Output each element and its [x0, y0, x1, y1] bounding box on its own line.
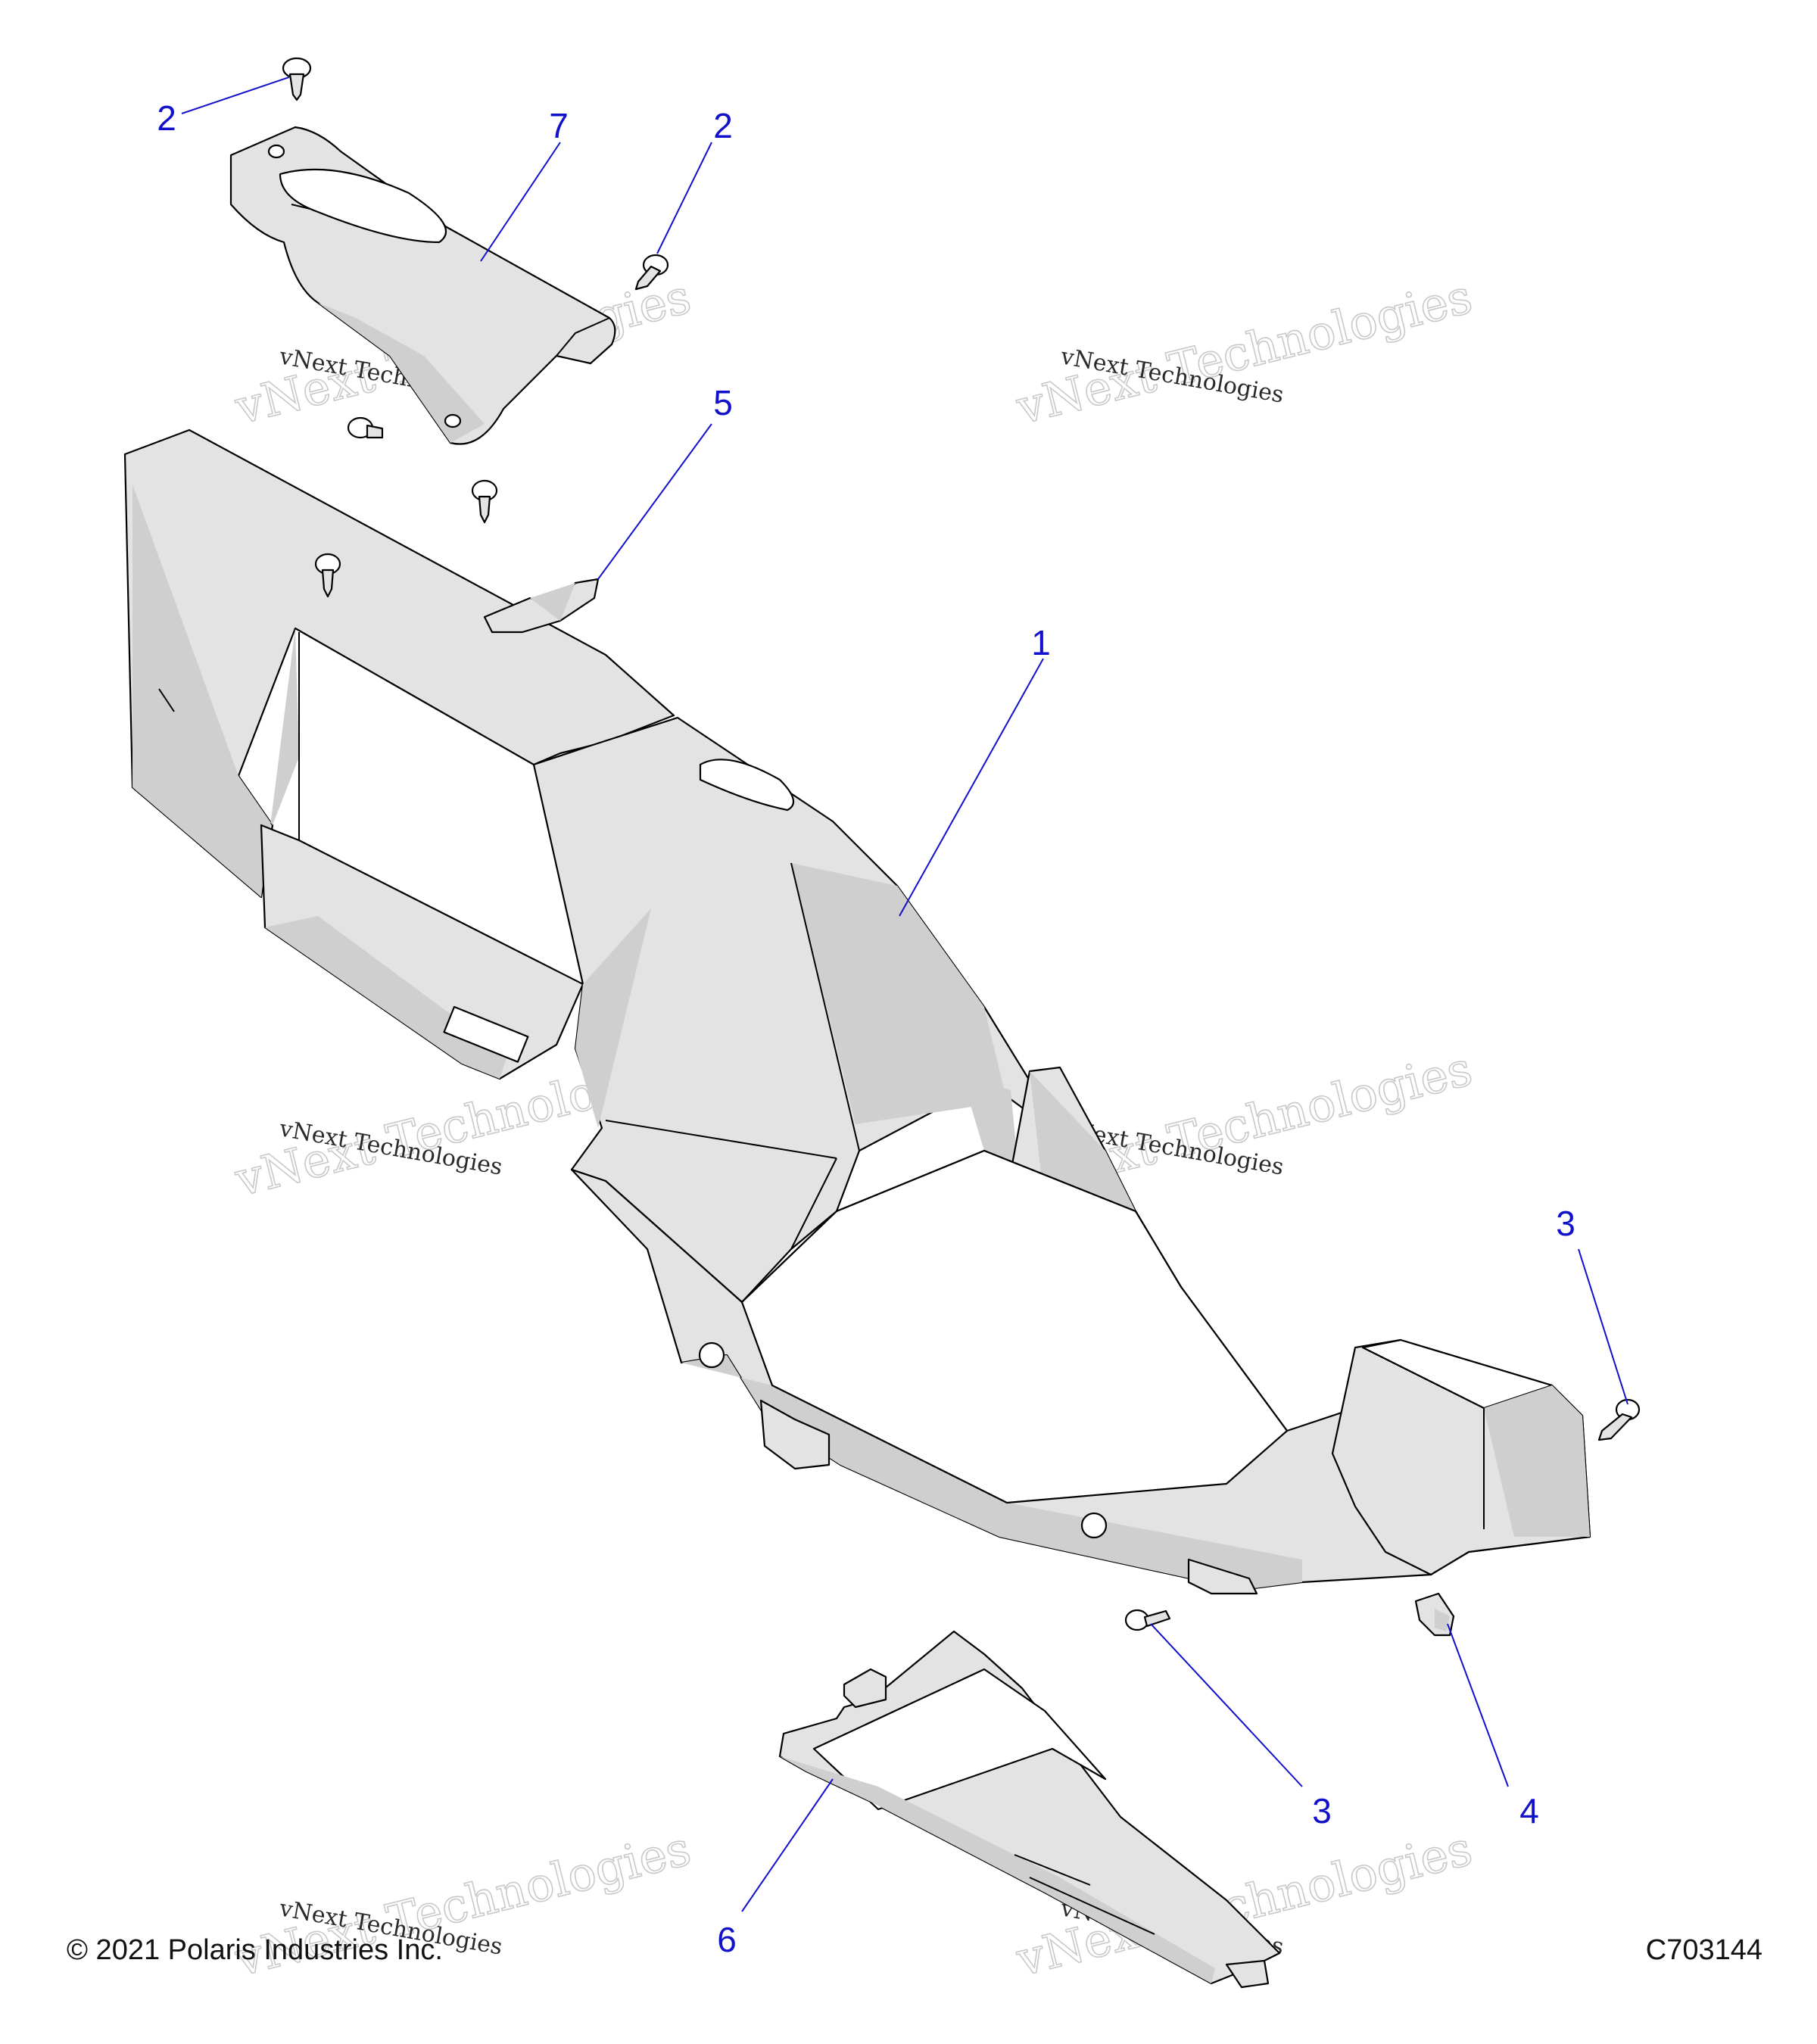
screw-icon — [1597, 1398, 1641, 1441]
callout-3: 3 — [1312, 1791, 1332, 1831]
callout-4: 4 — [1519, 1791, 1539, 1831]
screw-icon — [1124, 1609, 1171, 1631]
part-5-clip — [483, 578, 600, 634]
callout-2: 2 — [713, 106, 733, 145]
copyright-notice: © 2021 Polaris Industries Inc. — [67, 1934, 443, 1966]
callout-labels: 2 7 2 5 1 3 3 4 6 — [157, 98, 1575, 1959]
callout-1: 1 — [1031, 623, 1051, 662]
callout-leaders — [181, 76, 1628, 1912]
callout-7: 7 — [549, 106, 569, 145]
part-7-upper-bracket — [229, 126, 616, 445]
leader-line — [181, 76, 290, 114]
push-rivet-icon — [471, 479, 498, 524]
fastener-group — [282, 57, 1641, 1637]
clip-nut-icon — [1414, 1592, 1455, 1637]
part-6-lower-panel — [778, 1630, 1281, 1989]
push-rivet-icon — [282, 57, 312, 101]
leader-line — [741, 1778, 834, 1912]
callout-5: 5 — [713, 383, 733, 422]
leader-line — [899, 658, 1044, 917]
leader-line — [480, 142, 561, 262]
push-rivet-icon — [314, 553, 341, 598]
leader-line — [1150, 1623, 1303, 1787]
leader-line — [597, 423, 712, 580]
drawing-number: C703144 — [1645, 1934, 1762, 1966]
leader-line — [1447, 1623, 1509, 1787]
callout-6: 6 — [717, 1920, 737, 1959]
leader-line — [656, 142, 712, 254]
callout-3: 3 — [1556, 1204, 1575, 1243]
push-rivet-icon — [347, 416, 384, 439]
push-rivet-icon — [634, 254, 669, 291]
part-1-dash-assembly — [123, 428, 1591, 1595]
leader-line — [1578, 1248, 1628, 1405]
callout-2: 2 — [157, 98, 176, 138]
